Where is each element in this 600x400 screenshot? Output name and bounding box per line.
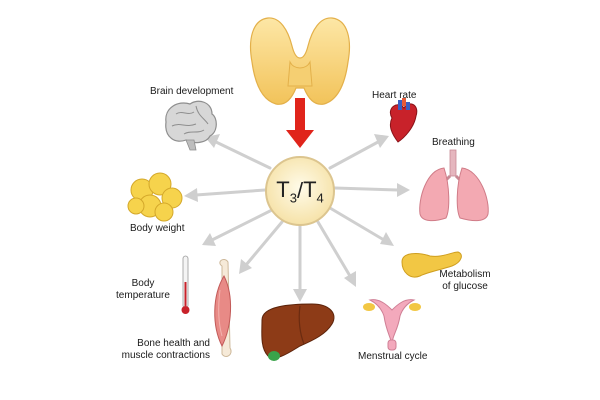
thyroid-output-arrow bbox=[286, 98, 314, 148]
brain-icon bbox=[165, 100, 217, 151]
label-metabolism-of-glucose: Metabolism of glucose bbox=[439, 269, 491, 292]
lungs-icon bbox=[419, 149, 489, 222]
arrow-brain bbox=[205, 134, 272, 170]
liver-icon bbox=[261, 303, 335, 361]
hormone-hub bbox=[265, 156, 335, 226]
arrow-menstrual bbox=[316, 220, 356, 287]
label-brain-development: Brain development bbox=[150, 86, 234, 97]
heart-icon bbox=[389, 98, 418, 143]
arrow-bone-muscle bbox=[239, 220, 284, 274]
label-heart-rate: Heart rate bbox=[372, 90, 417, 101]
arrows-group bbox=[184, 134, 410, 302]
pancreas-icon bbox=[401, 251, 462, 278]
label-menstrual-cycle: Menstrual cycle bbox=[358, 351, 428, 362]
uterus-icon bbox=[363, 299, 421, 351]
label-bone-health-muscle: Bone health and muscle contractions bbox=[121, 338, 210, 361]
label-body-temperature: Body temperature bbox=[116, 278, 170, 301]
arrow-heart bbox=[328, 134, 389, 170]
bone-muscle-icon bbox=[214, 259, 232, 357]
arrow-metabolism bbox=[328, 206, 394, 246]
arrow-liver bbox=[293, 224, 307, 302]
thermometer-icon bbox=[181, 255, 190, 314]
arrow-body-temperature bbox=[202, 208, 274, 246]
fat-cell-icon bbox=[127, 172, 183, 222]
label-breathing: Breathing bbox=[432, 137, 475, 148]
label-body-weight: Body weight bbox=[130, 223, 185, 234]
arrow-body-weight bbox=[184, 188, 267, 202]
arrow-breathing bbox=[333, 183, 410, 197]
thyroid-icon bbox=[249, 17, 351, 105]
